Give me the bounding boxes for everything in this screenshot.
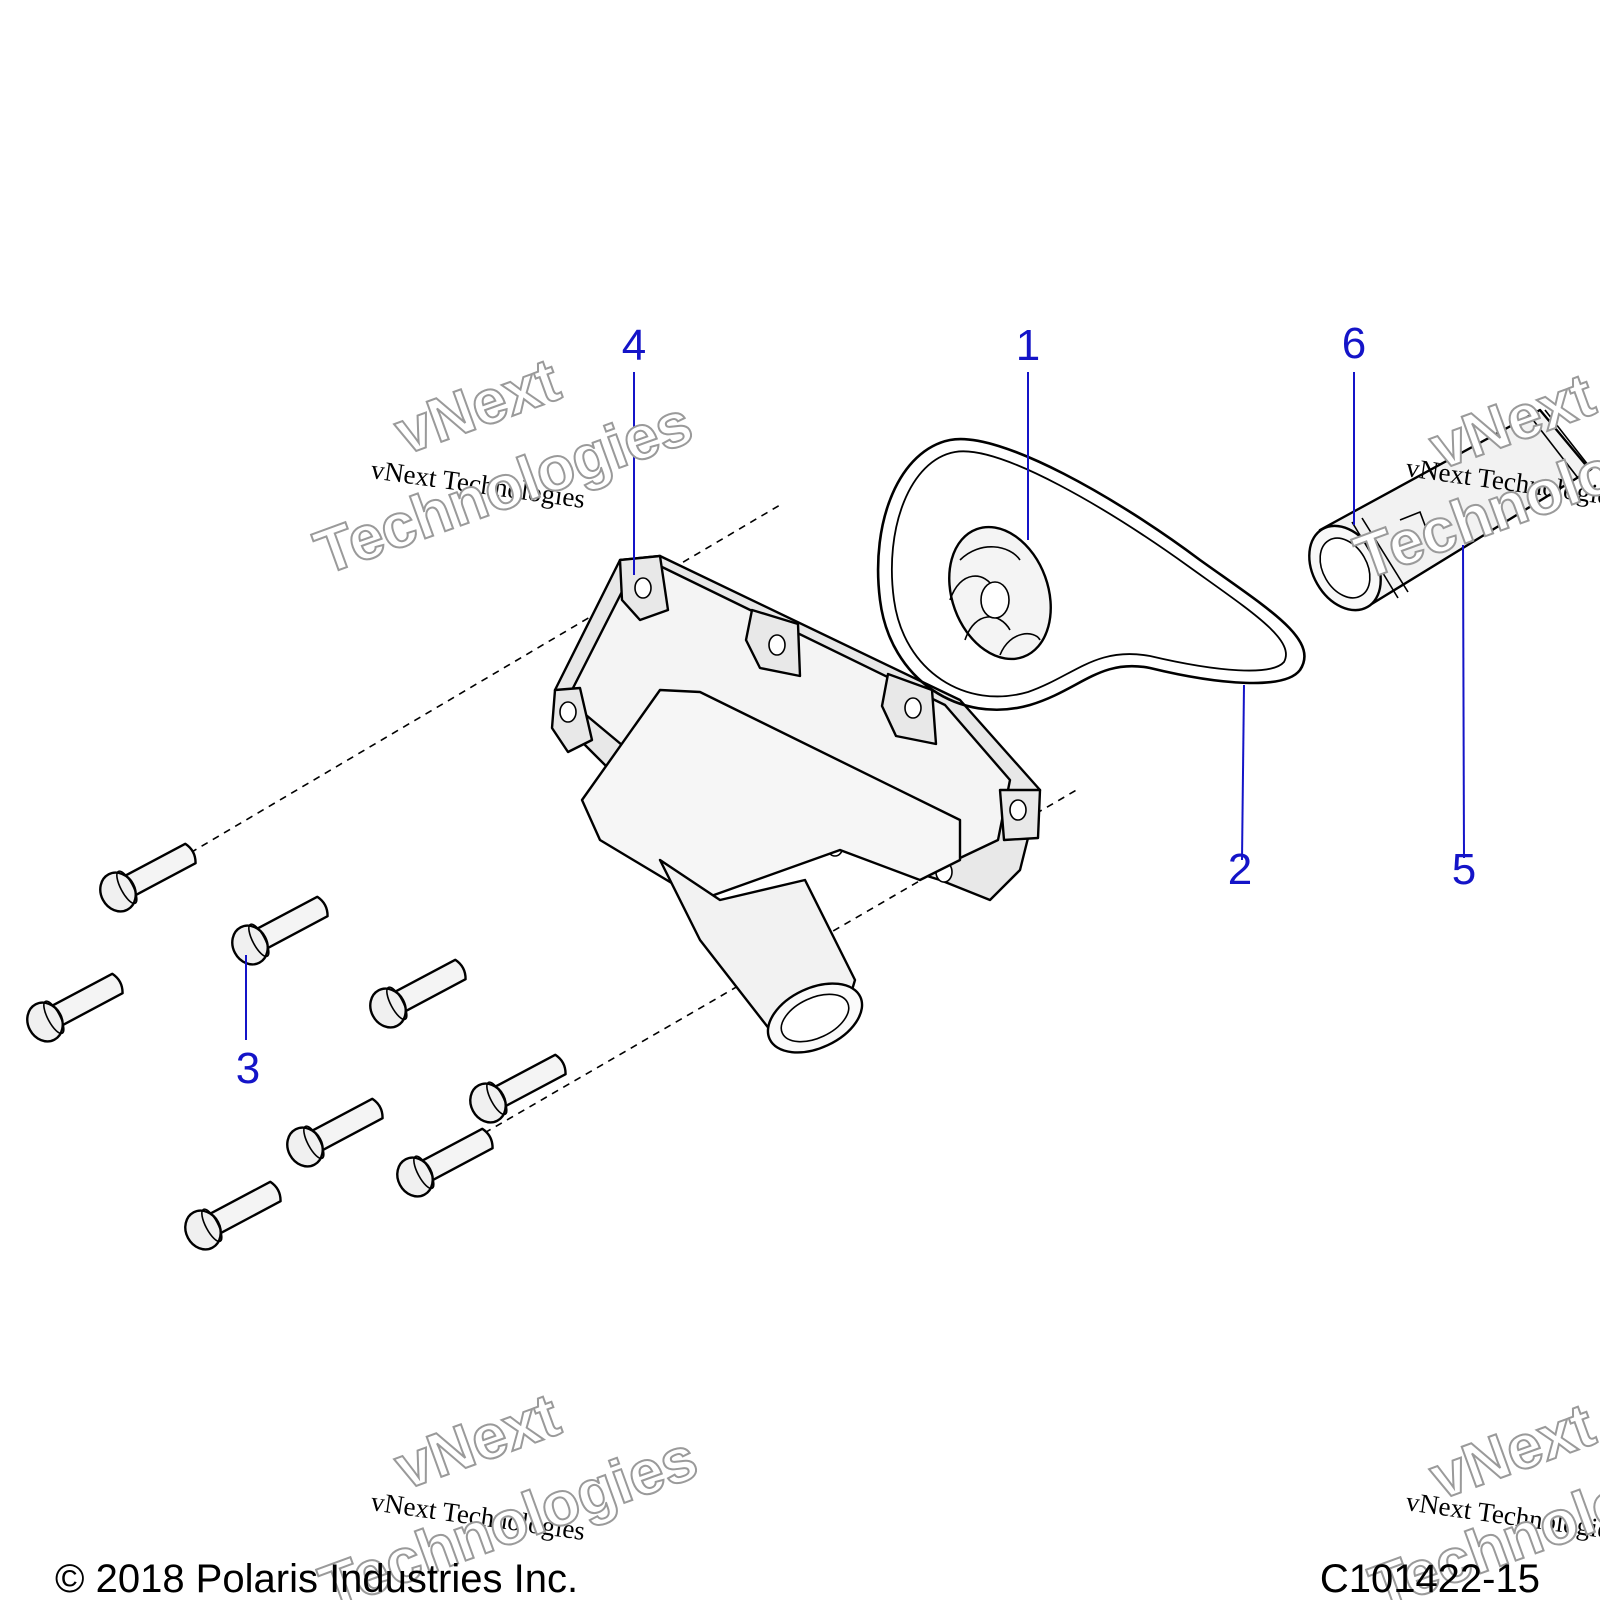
impeller-vane bbox=[964, 616, 1011, 641]
leader-lines bbox=[245, 372, 1465, 1040]
bolt-head bbox=[469, 1082, 507, 1124]
leader-line-5 bbox=[1462, 544, 1465, 859]
bolt-head bbox=[369, 987, 407, 1029]
bolt-head bbox=[99, 871, 137, 913]
flange-bolt bbox=[99, 842, 197, 913]
bolt-hole bbox=[1009, 799, 1027, 821]
bolt-head bbox=[231, 924, 269, 966]
flange-bolt bbox=[184, 1180, 282, 1251]
copyright-text: © 2018 Polaris Industries Inc. bbox=[55, 1557, 578, 1600]
flange-bolt bbox=[469, 1053, 567, 1124]
callout-4: 4 bbox=[622, 321, 646, 370]
bolt-shank bbox=[420, 1127, 494, 1182]
pipe-bore bbox=[1319, 537, 1371, 599]
bolt-flange bbox=[303, 1125, 325, 1160]
housing-volute bbox=[580, 688, 962, 902]
bolt-shank bbox=[493, 1053, 567, 1108]
pipe-groove bbox=[1361, 517, 1409, 593]
bolt-flange bbox=[116, 870, 138, 905]
callouts: 1 2 3 4 5 6 bbox=[236, 319, 1476, 1093]
gasket-outer bbox=[876, 437, 1306, 711]
impeller bbox=[948, 525, 1052, 661]
bolt-shank bbox=[50, 972, 124, 1027]
impeller-hub bbox=[980, 581, 1010, 619]
bolts bbox=[26, 842, 567, 1251]
bolt-flange bbox=[413, 1155, 435, 1190]
bolt-head bbox=[396, 1156, 434, 1198]
outlet-pipe-bore bbox=[780, 993, 850, 1043]
pump-housing bbox=[550, 554, 1042, 1054]
bolt-shank bbox=[393, 958, 467, 1013]
leader-line-2 bbox=[1241, 684, 1245, 861]
watermark-group-top-right: vNext Technologies vNext Technologies bbox=[1345, 360, 1600, 595]
pipe-groove bbox=[1529, 415, 1579, 479]
bolt-flange bbox=[386, 986, 408, 1021]
watermark-group-top-left: vNext Technologies vNext Technologies bbox=[305, 345, 702, 590]
bolt-flange bbox=[43, 1000, 65, 1035]
callout-1: 1 bbox=[1016, 321, 1040, 370]
flange-bolt bbox=[231, 895, 329, 966]
gasket-inner bbox=[890, 450, 1287, 698]
bolt-head bbox=[286, 1126, 324, 1168]
figure-id: C101422-15 bbox=[1320, 1557, 1540, 1600]
impeller-vane bbox=[999, 632, 1041, 656]
bolt-shank bbox=[310, 1097, 384, 1152]
bolt-shank bbox=[123, 842, 197, 897]
bolt-flange bbox=[248, 923, 270, 958]
flange-bolt bbox=[26, 972, 124, 1043]
footer: © 2018 Polaris Industries Inc. C101422-1… bbox=[55, 1557, 1540, 1600]
bolt-hole bbox=[559, 701, 577, 723]
bolt-shank bbox=[255, 895, 329, 950]
pump-gasket bbox=[876, 437, 1306, 711]
bolt-head bbox=[184, 1209, 222, 1251]
callout-2: 2 bbox=[1228, 845, 1252, 894]
bolt-flange bbox=[201, 1208, 223, 1243]
callout-3: 3 bbox=[236, 1044, 260, 1093]
bolt-shank bbox=[208, 1180, 282, 1235]
callout-5: 5 bbox=[1452, 845, 1476, 894]
flange-bolt bbox=[286, 1097, 384, 1168]
bolt-hole bbox=[768, 634, 786, 656]
callout-6: 6 bbox=[1342, 319, 1366, 368]
coolant-pipe bbox=[1308, 408, 1593, 612]
pipe-groove bbox=[1544, 409, 1593, 471]
pipe-flat bbox=[1399, 510, 1427, 529]
bolt-hole bbox=[904, 697, 922, 719]
bolt-flange bbox=[486, 1081, 508, 1116]
bolt-head bbox=[26, 1001, 64, 1043]
impeller-vane bbox=[959, 546, 1021, 561]
flange-bolt bbox=[369, 958, 467, 1029]
flange-bolt bbox=[396, 1127, 494, 1198]
bolt-hole bbox=[634, 577, 652, 599]
alignment-line-top bbox=[167, 504, 781, 867]
pipe-groove bbox=[1351, 521, 1399, 599]
